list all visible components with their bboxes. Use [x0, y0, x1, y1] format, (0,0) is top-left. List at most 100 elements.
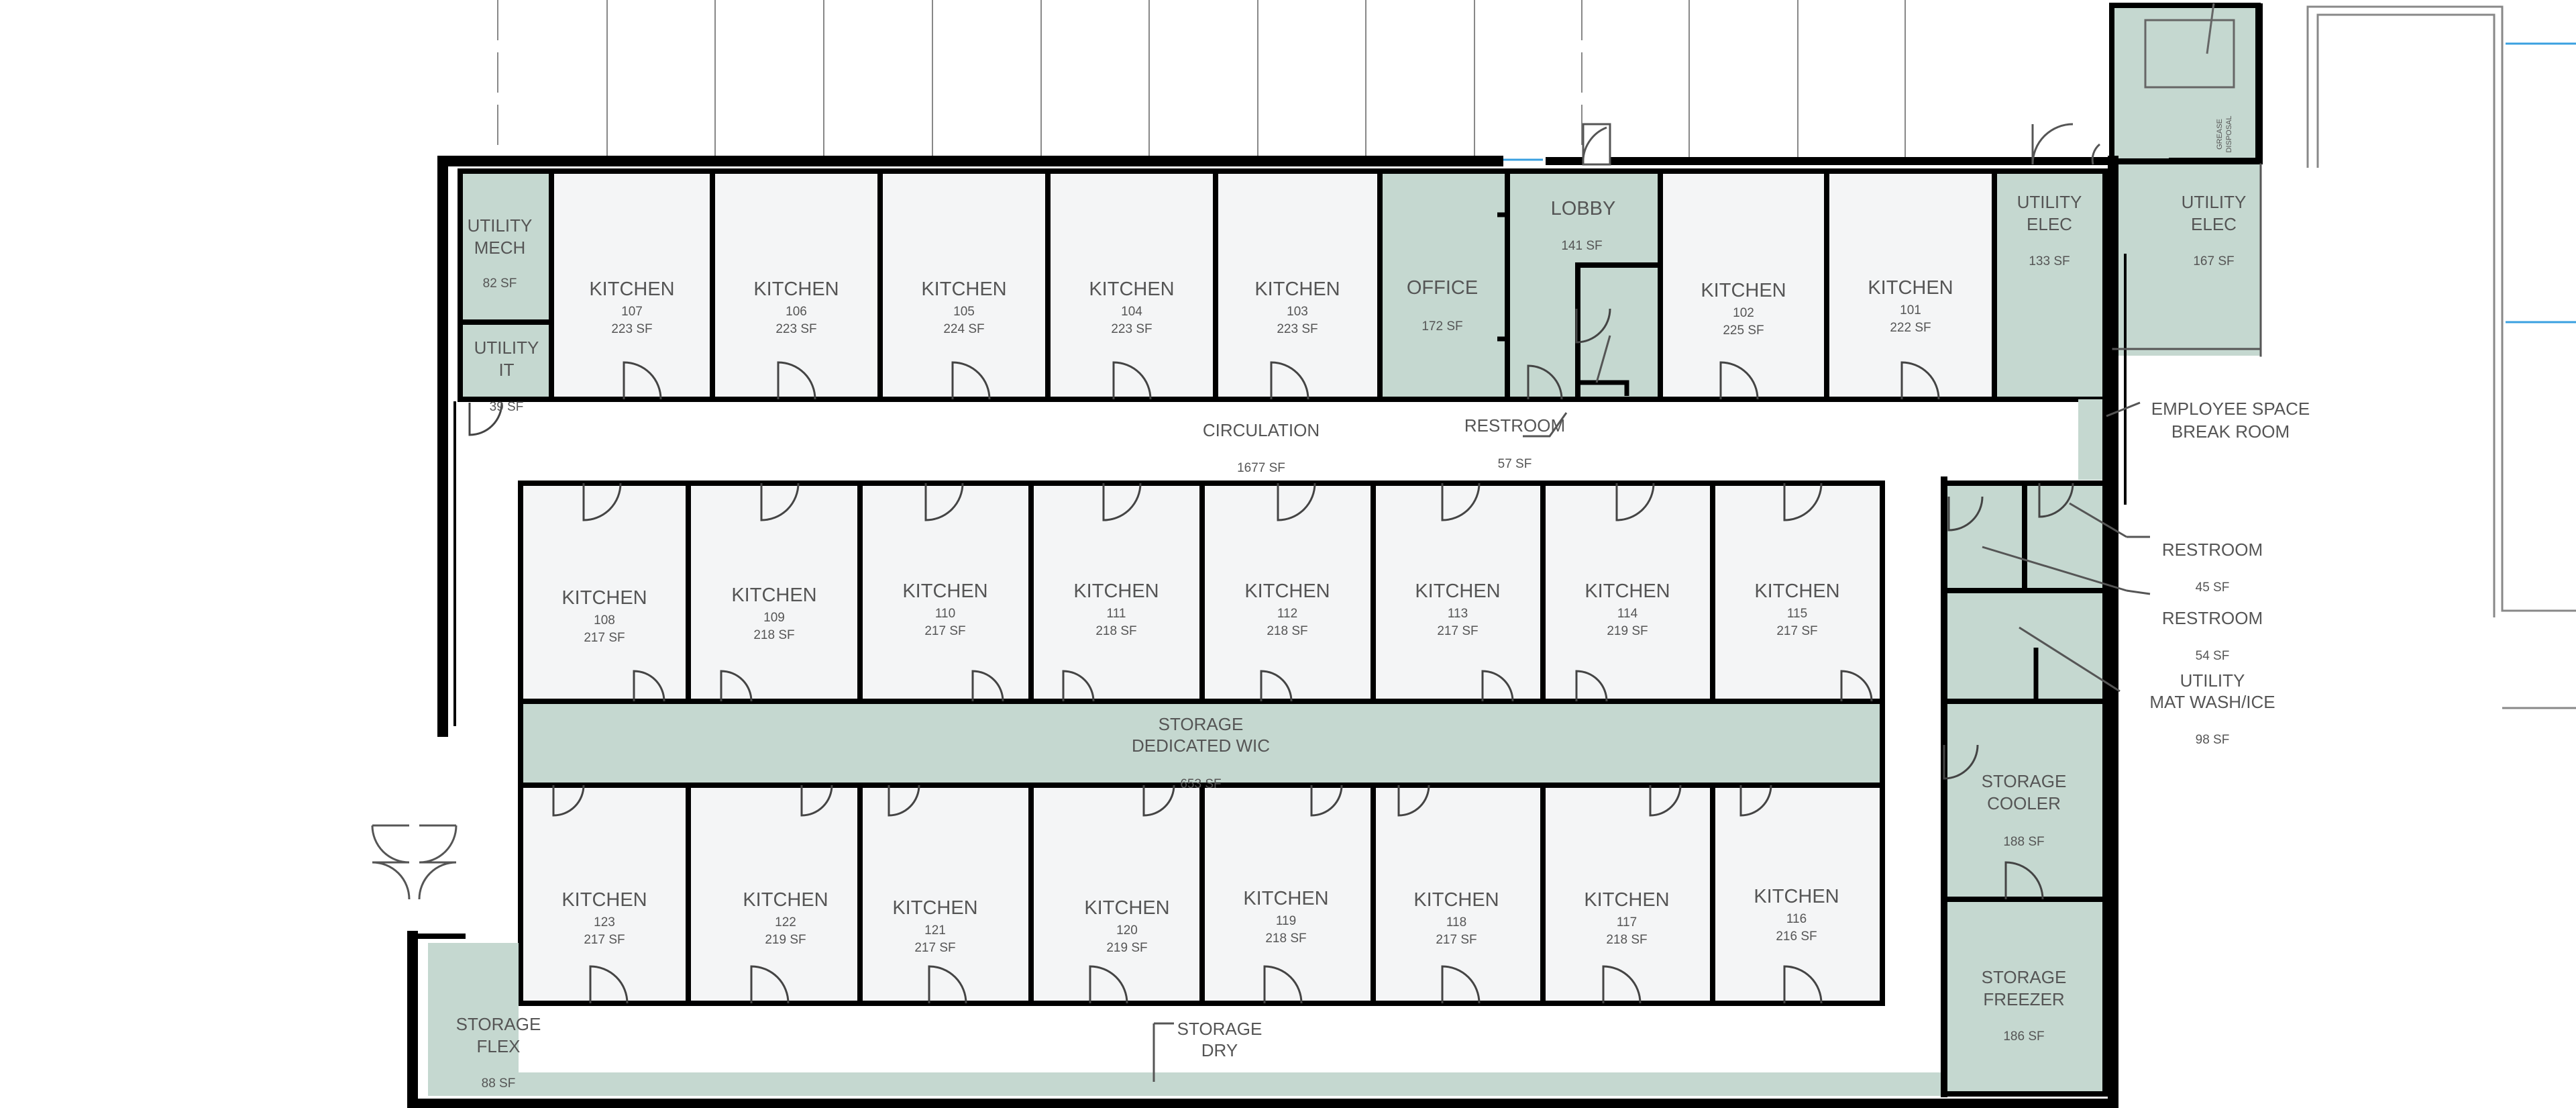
employee-break-label: EMPLOYEE SPACE — [2151, 399, 2310, 419]
kitchen-110-area: 217 SF — [924, 624, 965, 638]
storage-wic-area: 653 SF — [1180, 777, 1221, 791]
storage-dry-label: STORAGE — [1177, 1019, 1263, 1039]
kitchen-111-name: KITCHEN — [1073, 581, 1159, 602]
storage-freezer-area: 186 SF — [2003, 1029, 2044, 1044]
kitchen-116-number: 116 — [1786, 912, 1807, 926]
office-room — [1377, 168, 1510, 402]
kitchen-104-name: KITCHEN — [1089, 279, 1174, 300]
storage-cooler-label: STORAGE — [1982, 771, 2067, 791]
kitchen-105-area: 224 SF — [943, 322, 984, 336]
utility-mat-room — [1941, 588, 2108, 704]
storage-wic-label-2: DEDICATED WIC — [1132, 736, 1270, 756]
kitchen-115-area: 217 SF — [1776, 624, 1817, 638]
kitchen-105-name: KITCHEN — [921, 279, 1006, 300]
storage-wic-label: STORAGE — [1159, 714, 1244, 734]
utility-mat-area: 98 SF — [2196, 733, 2230, 747]
kitchen-113-name: KITCHEN — [1415, 581, 1500, 602]
storage-flex-label: STORAGE — [456, 1014, 541, 1034]
restroom-b-area: 54 SF — [2196, 649, 2230, 663]
storage-freezer-label-2: FREEZER — [1983, 989, 2064, 1009]
kitchen-102-name: KITCHEN — [1701, 280, 1786, 301]
grease-disposal-room — [2109, 3, 2261, 164]
storage-dry-room — [519, 1072, 1944, 1096]
office-area: 172 SF — [1421, 319, 1462, 334]
restroom-north-label: RESTROOM — [1464, 415, 1565, 436]
office-partitions — [1497, 171, 1660, 396]
kitchen-112-number: 112 — [1277, 607, 1297, 621]
kitchen-106-name: KITCHEN — [753, 279, 839, 300]
west-entry-doors — [371, 824, 458, 900]
kitchen-106-area: 223 SF — [775, 322, 816, 336]
middle-kitchen-labels: KITCHEN 108 217 SF KITCHEN 109 218 SF KITCHEN 1… — [561, 581, 1839, 645]
kitchen-113-number: 113 — [1448, 607, 1468, 621]
kitchen-116-area: 216 SF — [1776, 929, 1817, 944]
kitchen-112-name: KITCHEN — [1244, 581, 1330, 602]
kitchen-117-name: KITCHEN — [1584, 889, 1669, 911]
kitchen-105-number: 105 — [953, 305, 975, 319]
kitchen-103-number: 103 — [1287, 305, 1308, 319]
kitchen-101-number: 101 — [1900, 303, 1921, 317]
utility-mech-label-2: MECH — [474, 238, 526, 258]
grease-equipment — [2144, 19, 2235, 89]
door-swings — [468, 308, 2074, 1004]
exterior-walls — [407, 3, 2263, 1108]
utility-mech-area: 82 SF — [483, 276, 517, 291]
kitchen-101-area: 222 SF — [1890, 321, 1931, 335]
kitchen-106-number: 106 — [786, 305, 807, 319]
top-entry-doors — [1582, 123, 2101, 166]
kitchen-109-area: 218 SF — [753, 628, 794, 642]
north-kitchen-labels: KITCHEN 107 223 SF KITCHEN 106 223 SF KITCHEN 1… — [589, 277, 1953, 338]
restroom-a-label: RESTROOM — [2162, 540, 2263, 560]
storage-cooler-area: 188 SF — [2003, 835, 2044, 849]
kitchen-121-number: 121 — [924, 923, 946, 938]
employee-break-label-2: BREAK ROOM — [2171, 421, 2290, 442]
kitchen-111-area: 218 SF — [1095, 624, 1136, 638]
kitchen-118-number: 118 — [1446, 915, 1466, 929]
kitchen-118-name: KITCHEN — [1413, 889, 1499, 911]
storage-dry-label-2: DRY — [1201, 1040, 1238, 1060]
grease-label: GREASE — [2216, 119, 2224, 150]
exterior-structure-right — [2306, 5, 2576, 709]
kitchen-107-area: 223 SF — [611, 322, 652, 336]
kitchen-109-name: KITCHEN — [731, 585, 816, 606]
kitchen-122-name: KITCHEN — [743, 889, 828, 911]
kitchen-120-name: KITCHEN — [1084, 897, 1169, 919]
utility-elec-outer-room — [2118, 164, 2261, 356]
restroom-a-area: 45 SF — [2196, 581, 2230, 595]
south-kitchen-row — [518, 783, 1885, 1006]
middle-kitchen-row — [518, 481, 1885, 704]
kitchen-101-name: KITCHEN — [1868, 277, 1953, 299]
utility-elec-outer-area: 167 SF — [2193, 254, 2234, 268]
north-support-rooms — [458, 3, 2261, 402]
kitchen-118-area: 217 SF — [1436, 933, 1477, 947]
kitchen-107-name: KITCHEN — [589, 279, 674, 300]
kitchen-107-number: 107 — [621, 305, 643, 319]
kitchen-119-number: 119 — [1276, 914, 1296, 928]
storage-flex-label-2: FLEX — [476, 1036, 520, 1056]
kitchen-102-number: 102 — [1733, 306, 1754, 320]
kitchen-114-number: 114 — [1617, 607, 1638, 621]
kitchen-109-number: 109 — [763, 611, 785, 625]
kitchen-119-name: KITCHEN — [1243, 888, 1328, 909]
kitchen-112-area: 218 SF — [1267, 624, 1307, 638]
utility-mech-label: UTILITY — [468, 215, 533, 236]
kitchen-108-area: 217 SF — [584, 631, 625, 645]
kitchen-117-number: 117 — [1617, 915, 1637, 929]
kitchen-108-number: 108 — [594, 613, 615, 627]
kitchen-123-area: 217 SF — [584, 933, 625, 947]
kitchen-121-name: KITCHEN — [892, 897, 977, 919]
kitchen-103-name: KITCHEN — [1254, 279, 1340, 300]
restroom-b-room — [2022, 481, 2108, 593]
utility-elec-outer-label-2: ELEC — [2191, 214, 2237, 234]
kitchen-114-area: 219 SF — [1607, 624, 1648, 638]
utility-elec-outer-label: UTILITY — [2182, 192, 2247, 212]
utility-it-room — [458, 319, 554, 402]
utility-it-label: UTILITY — [474, 338, 539, 358]
kitchen-122-number: 122 — [775, 915, 796, 929]
storage-flex-area: 88 SF — [482, 1076, 516, 1091]
kitchen-119-area: 218 SF — [1265, 931, 1306, 946]
exterior-lines — [497, 0, 1906, 158]
callout-leaders — [1152, 401, 2151, 1082]
lobby-label: LOBBY — [1551, 198, 1616, 219]
